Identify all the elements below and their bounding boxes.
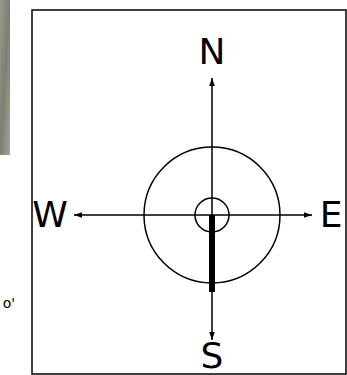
compass-letter: E	[320, 197, 343, 233]
compass-letter: W	[32, 197, 68, 233]
compass-letter: S	[201, 338, 224, 374]
needle-bar	[209, 215, 215, 292]
text-fragment: o'	[3, 296, 15, 310]
photo-crop	[0, 0, 10, 155]
east-arrow	[212, 214, 312, 216]
compass-letter: N	[199, 34, 226, 70]
frame	[32, 10, 346, 374]
west-arrow	[74, 214, 212, 216]
north-arrow	[211, 78, 213, 215]
